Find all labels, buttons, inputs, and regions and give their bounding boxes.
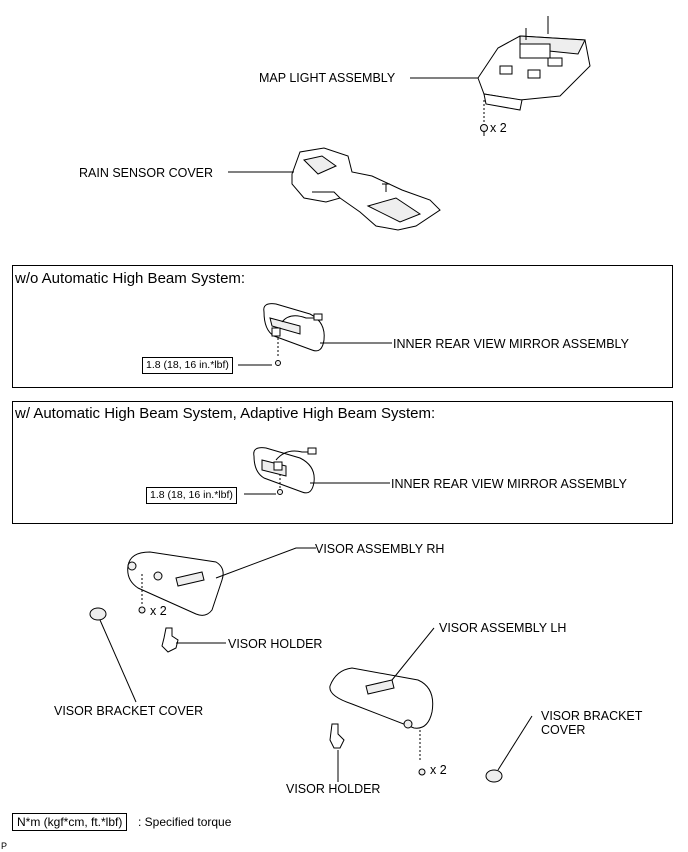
- map-light-screw-qty: x 2: [490, 121, 507, 135]
- with-ahb-box: [12, 401, 673, 524]
- visor-bracket-cover-2-drawing: [485, 769, 503, 783]
- legend-description: : Specified torque: [138, 815, 232, 829]
- visor-holder-2-drawing: [329, 723, 345, 749]
- legend-unit-box: N*m (kgf*cm, ft.*lbf): [12, 813, 128, 832]
- visor-holder-1-drawing: [161, 627, 179, 653]
- map-light-screw-icon: [480, 124, 488, 136]
- corner-mark: P: [1, 841, 8, 851]
- without-ahb-box: [12, 265, 673, 388]
- rain-sensor-cover-drawing: [291, 147, 441, 231]
- visor-lh-screw-qty: x 2: [430, 763, 447, 777]
- visor-rh-screw-qty: x 2: [150, 604, 167, 618]
- without-ahb-title: w/o Automatic High Beam System:: [15, 270, 246, 287]
- visor-lh-label: VISOR ASSEMBLY LH: [439, 621, 567, 635]
- torque-2-box: 1.8 (18, 16 in.*lbf): [146, 487, 237, 504]
- torque-1-box: 1.8 (18, 16 in.*lbf): [142, 357, 233, 374]
- rain-sensor-cover-label: RAIN SENSOR COVER: [79, 166, 214, 180]
- visor-bracket-cover-1-label: VISOR BRACKET COVER: [54, 704, 204, 718]
- mirror-1-label: INNER REAR VIEW MIRROR ASSEMBLY: [393, 337, 629, 351]
- visor-bracket-cover-2-label-line2: COVER: [541, 723, 586, 737]
- with-ahb-title: w/ Automatic High Beam System, Adaptive …: [15, 405, 436, 422]
- mirror-2-label: INNER REAR VIEW MIRROR ASSEMBLY: [391, 477, 627, 491]
- visor-holder-2-label: VISOR HOLDER: [286, 782, 381, 796]
- map-light-assembly-drawing: [477, 16, 591, 122]
- visor-bracket-cover-1-drawing: [89, 607, 107, 621]
- map-light-assembly-label: MAP LIGHT ASSEMBLY: [259, 71, 396, 85]
- visor-bracket-cover-1-leader: [99, 619, 137, 703]
- visor-lh-drawing: [329, 667, 434, 776]
- mirror-1-drawing: [263, 303, 325, 366]
- visor-holder-1-label: VISOR HOLDER: [228, 637, 323, 651]
- visor-rh-label: VISOR ASSEMBLY RH: [315, 542, 445, 556]
- mirror-2-drawing: [253, 447, 317, 495]
- visor-rh-leader: [215, 547, 316, 579]
- visor-bracket-cover-2-leader: [497, 715, 533, 771]
- visor-bracket-cover-2-label-line1: VISOR BRACKET: [541, 709, 643, 723]
- visor-rh-drawing: [127, 551, 224, 616]
- visor-lh-leader: [391, 627, 435, 681]
